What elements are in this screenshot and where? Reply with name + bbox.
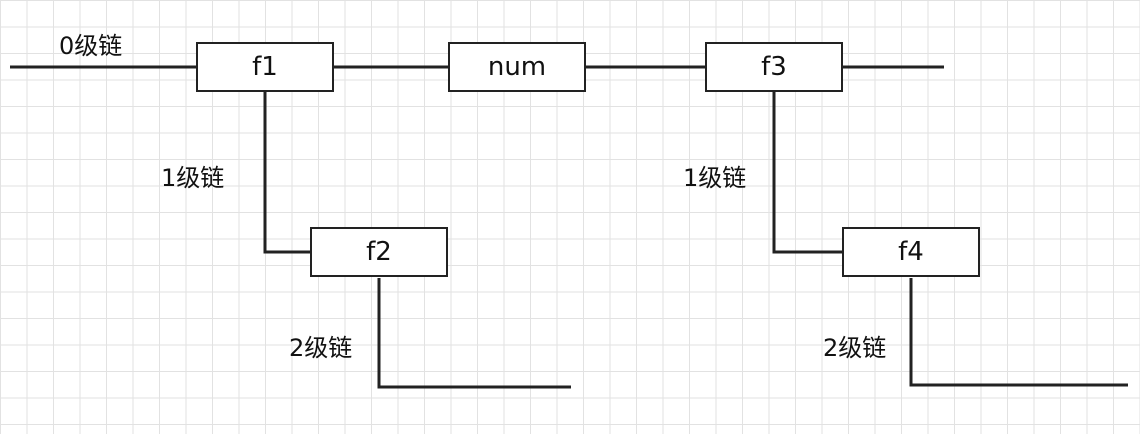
chain2-right-line	[909, 278, 1128, 387]
chain1-left-line	[263, 92, 310, 254]
node-f4: f4	[842, 227, 980, 277]
label-chain2-right: 2级链	[823, 334, 887, 362]
node-f2: f2	[310, 227, 448, 277]
node-f3: f3	[705, 42, 843, 92]
label-chain0: 0级链	[59, 32, 123, 60]
node-num: num	[448, 42, 586, 92]
chain1-right-line	[772, 92, 842, 254]
label-chain1-left: 1级链	[161, 164, 225, 192]
label-chain2-left: 2级链	[289, 334, 353, 362]
node-f1: f1	[196, 42, 334, 92]
label-chain1-right: 1级链	[683, 164, 747, 192]
chain2-left-line	[377, 278, 571, 389]
